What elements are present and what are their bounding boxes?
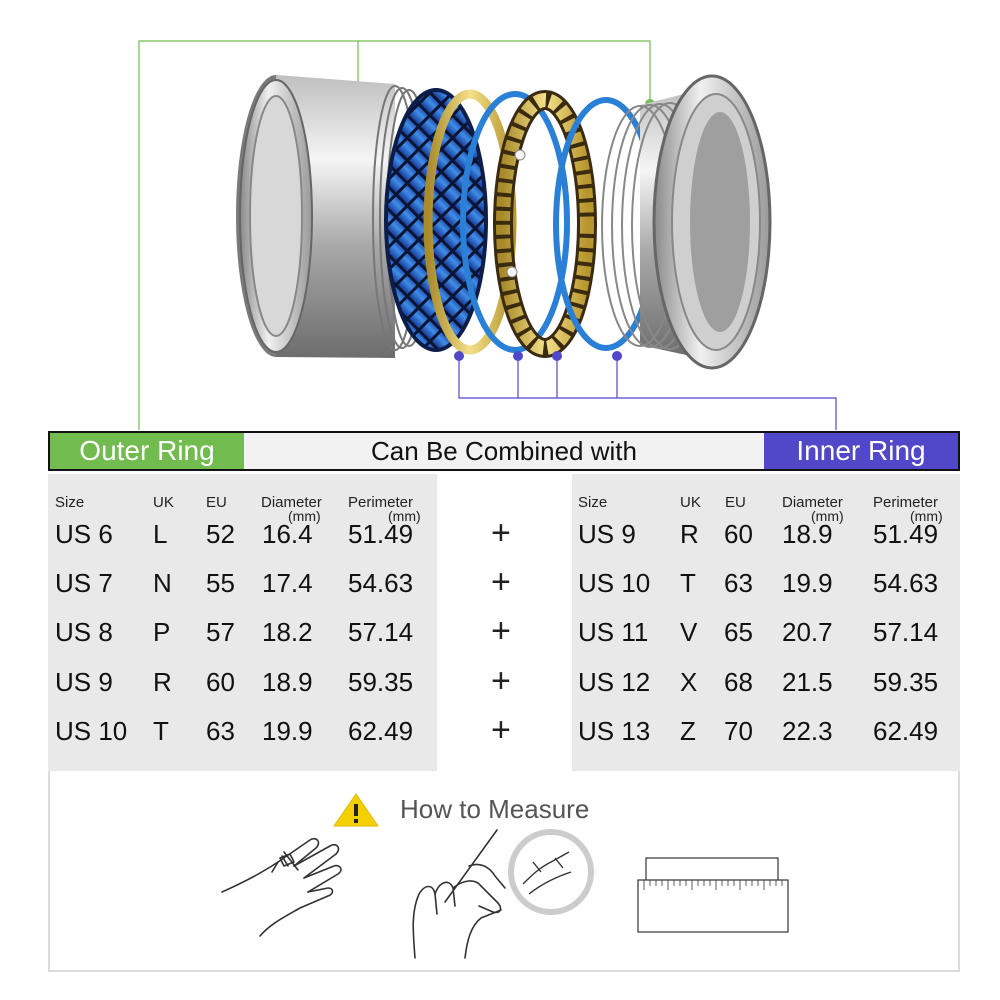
outer-ring-label: Outer Ring bbox=[50, 433, 244, 469]
outer-ring-connector bbox=[138, 40, 359, 430]
diameter-cell: 22.3 bbox=[782, 716, 833, 746]
size-cell: US 12 bbox=[578, 667, 651, 697]
finger-measure-icon bbox=[412, 829, 594, 959]
plus-icon: + bbox=[491, 662, 511, 700]
ring-illustration bbox=[138, 40, 837, 430]
combine-label: Can Be Combined with bbox=[371, 436, 637, 466]
perimeter-cell: 51.49 bbox=[873, 519, 939, 549]
col-size-header: Size bbox=[578, 494, 608, 511]
diameter-cell: 16.4 bbox=[262, 519, 313, 549]
ruler-icon bbox=[637, 857, 789, 933]
col-perimeter-unit: (mm) bbox=[388, 508, 421, 524]
eu-cell: 60 bbox=[724, 519, 753, 549]
uk-cell: Z bbox=[680, 716, 696, 746]
size-cell: US 6 bbox=[55, 519, 113, 549]
size-cell: US 7 bbox=[55, 568, 113, 598]
eu-cell: 70 bbox=[724, 716, 753, 746]
size-cell: US 9 bbox=[578, 519, 636, 549]
eu-cell: 52 bbox=[206, 519, 235, 549]
inner-ring-size-table: Size UK EU Diameter (mm) Perimeter (mm) … bbox=[572, 474, 960, 771]
size-cell: US 11 bbox=[578, 617, 649, 647]
diameter-cell: 18.9 bbox=[262, 667, 313, 697]
how-to-measure-panel bbox=[48, 771, 960, 972]
uk-cell: T bbox=[680, 568, 696, 598]
size-cell: US 8 bbox=[55, 617, 113, 647]
col-diameter-header: Diameter bbox=[261, 494, 322, 511]
hand-icon bbox=[221, 837, 342, 937]
uk-cell: L bbox=[153, 519, 168, 549]
size-cell: US 13 bbox=[578, 716, 651, 746]
col-diameter-header: Diameter bbox=[782, 494, 843, 511]
perimeter-cell: 57.14 bbox=[348, 617, 414, 647]
col-perimeter-header: Perimeter bbox=[348, 494, 414, 511]
size-cell: US 10 bbox=[55, 716, 128, 746]
perimeter-cell: 54.63 bbox=[873, 568, 939, 598]
how-to-measure-title: How to Measure bbox=[400, 794, 590, 824]
size-chart-header: Outer Ring Can Be Combined with Inner Ri… bbox=[48, 431, 960, 471]
perimeter-cell: 54.63 bbox=[348, 568, 414, 598]
eu-cell: 60 bbox=[206, 667, 235, 697]
eu-cell: 68 bbox=[724, 667, 753, 697]
plus-icon: + bbox=[491, 563, 511, 601]
diameter-cell: 19.9 bbox=[782, 568, 833, 598]
col-perimeter-unit: (mm) bbox=[910, 508, 943, 524]
uk-cell: P bbox=[153, 617, 171, 647]
col-eu-header: EU bbox=[206, 494, 227, 511]
uk-cell: T bbox=[153, 716, 169, 746]
inner-ring-label: Inner Ring bbox=[764, 433, 958, 469]
eu-cell: 63 bbox=[206, 716, 235, 746]
col-diameter-unit: (mm) bbox=[288, 508, 321, 524]
plus-icon: + bbox=[491, 514, 511, 552]
perimeter-cell: 57.14 bbox=[873, 617, 939, 647]
diameter-cell: 17.4 bbox=[262, 568, 313, 598]
diameter-cell: 18.9 bbox=[782, 519, 833, 549]
diameter-cell: 19.9 bbox=[262, 716, 313, 746]
perimeter-cell: 62.49 bbox=[873, 716, 939, 746]
uk-cell: X bbox=[680, 667, 698, 697]
eu-cell: 63 bbox=[724, 568, 753, 598]
outer-ring-size-table: Size UK EU Diameter (mm) Perimeter (mm) … bbox=[48, 474, 437, 771]
uk-cell: N bbox=[153, 568, 172, 598]
uk-cell: R bbox=[680, 519, 699, 549]
diameter-cell: 20.7 bbox=[782, 617, 833, 647]
perimeter-cell: 59.35 bbox=[873, 667, 939, 697]
diameter-cell: 21.5 bbox=[782, 667, 833, 697]
outer-ring-connector-2 bbox=[358, 40, 651, 104]
size-cell: US 9 bbox=[55, 667, 113, 697]
diameter-cell: 18.2 bbox=[262, 617, 313, 647]
col-eu-header: EU bbox=[725, 494, 746, 511]
eu-cell: 57 bbox=[206, 617, 235, 647]
plus-icon: + bbox=[491, 711, 511, 749]
uk-cell: R bbox=[153, 667, 172, 697]
eu-cell: 55 bbox=[206, 568, 235, 598]
size-cell: US 10 bbox=[578, 568, 651, 598]
col-size-header: Size bbox=[55, 494, 85, 511]
col-diameter-unit: (mm) bbox=[811, 508, 844, 524]
col-uk-header: UK bbox=[153, 494, 174, 511]
eu-cell: 65 bbox=[724, 617, 753, 647]
uk-cell: V bbox=[680, 617, 698, 647]
col-uk-header: UK bbox=[680, 494, 701, 511]
perimeter-cell: 59.35 bbox=[348, 667, 414, 697]
plus-icon: + bbox=[491, 612, 511, 650]
perimeter-cell: 51.49 bbox=[348, 519, 414, 549]
warning-icon bbox=[333, 793, 379, 827]
perimeter-cell: 62.49 bbox=[348, 716, 414, 746]
col-perimeter-header: Perimeter bbox=[873, 494, 939, 511]
